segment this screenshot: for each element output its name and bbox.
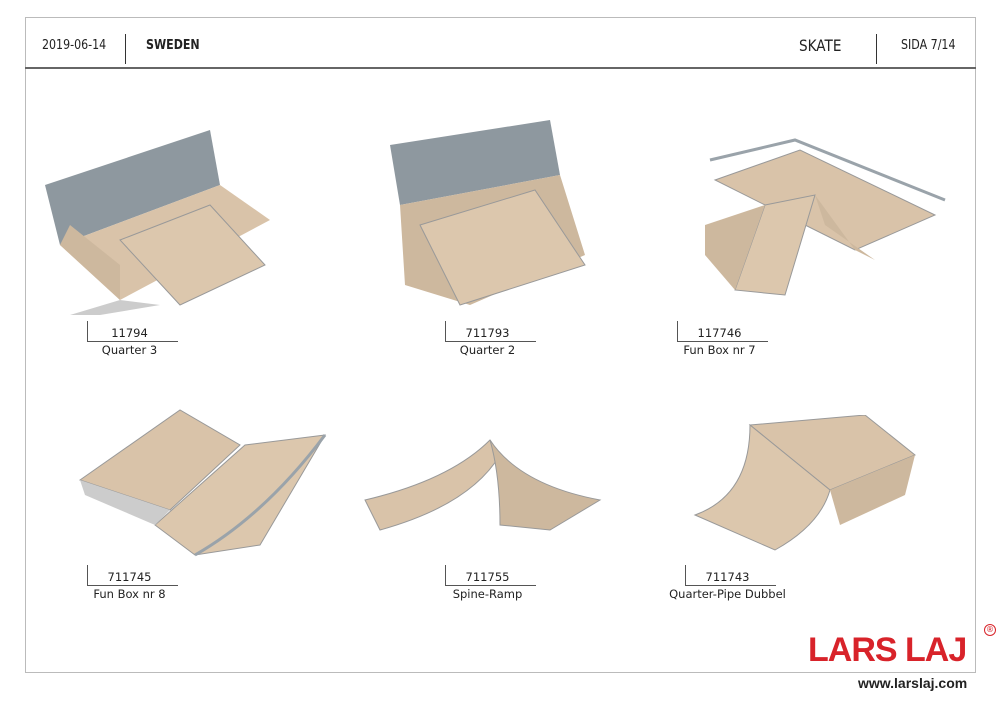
product-image-quarter-2 [390,120,586,306]
header-date: 2019-06-14 [42,38,107,53]
header-page-number: SIDA 7/14 [901,38,956,53]
product-number: 117746 [697,326,742,340]
product-label: 711755 Spine-Ramp [420,570,560,601]
header-rule [25,67,976,69]
product-name: Fun Box nr 8 [93,587,166,601]
product-label: 117746 Fun Box nr 7 [652,326,792,357]
label-bracket [445,565,536,586]
product-number: 711743 [705,570,750,584]
product-image-fun-box-8 [78,409,327,557]
lars-laj-logo: LARS LAJ [806,630,969,670]
header-category: SKATE [799,36,842,55]
product-number: 711793 [465,326,510,340]
product-number: 11794 [111,326,148,340]
label-bracket [677,321,768,342]
product-number: 711745 [107,570,152,584]
product-label: 11794 Quarter 3 [62,326,202,357]
header-country: SWEDEN [146,38,200,53]
product-name: Quarter 2 [459,343,516,357]
product-name: Quarter 3 [101,343,158,357]
page-border [25,17,976,673]
label-bracket [685,565,776,586]
product-label: 711745 Fun Box nr 8 [62,570,202,601]
product-image-quarter-pipe-dubbel [693,415,916,551]
label-bracket [87,321,178,342]
product-name: Spine-Ramp [452,587,523,601]
product-label: 711793 Quarter 2 [420,326,560,357]
product-name: Quarter-Pipe Dubbel [669,587,786,601]
registered-mark-icon: ® [984,624,996,636]
product-image-quarter-3 [45,130,270,315]
product-label: 711743 Quarter-Pipe Dubbel [660,570,800,601]
product-image-spine-ramp [364,439,602,531]
product-number: 711755 [465,570,510,584]
label-bracket [87,565,178,586]
label-bracket [445,321,536,342]
header-divider [876,34,877,64]
product-image-fun-box-7 [705,138,946,296]
website-url[interactable]: www.larslaj.com [858,675,968,691]
product-name: Fun Box nr 7 [683,343,756,357]
header-divider [125,34,126,64]
